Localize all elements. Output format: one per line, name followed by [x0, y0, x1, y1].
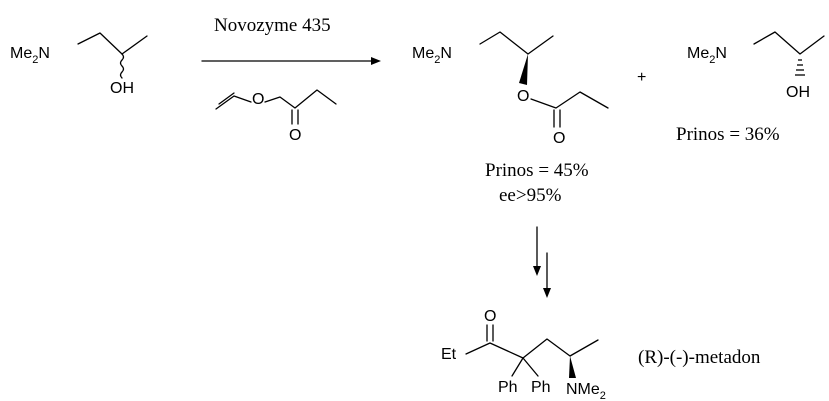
oh-label: OH [110, 80, 134, 97]
product-name: (R)-(-)-metadon [638, 347, 761, 368]
starting-amino-alcohol: Me2N OH [10, 32, 148, 97]
svg-text:Me2N: Me2N [412, 45, 452, 66]
ester-o-label: O [517, 88, 529, 105]
wedge-bond-amine [569, 356, 576, 378]
et-label: Et [441, 346, 457, 363]
me2-label: Me [10, 45, 32, 62]
bond-n-ch2 [77, 32, 148, 55]
hashed-bond [795, 59, 805, 76]
alcohol-yield: Prinos = 36% [676, 124, 780, 145]
ph-label-1: Ph [498, 379, 518, 396]
vinyl-propanoate: O O [215, 89, 337, 144]
vinyl-ester-o-label: O [252, 91, 264, 108]
oh-label-product: OH [786, 84, 810, 101]
ester-ee: ee>95% [499, 185, 562, 206]
ph-label-2: Ph [531, 379, 551, 396]
ester-carbonyl-o-label: O [553, 130, 565, 147]
carbonyl-o-label: O [484, 308, 496, 325]
methadone-structure: O Et Ph Ph NMe2 [441, 308, 606, 401]
plus-sign: + [637, 69, 646, 86]
vinyl-carbonyl-o-label: O [289, 127, 301, 144]
wedge-bond [519, 54, 528, 85]
ester-product: Me2N O O [412, 31, 609, 147]
wavy-bond-c-oh [119, 53, 125, 79]
svg-text:Me2N: Me2N [687, 45, 727, 66]
enzyme-label: Novozyme 435 [214, 15, 331, 36]
reaction-arrow: Novozyme 435 [201, 15, 381, 65]
multistep-arrow [533, 226, 551, 298]
ester-yield: Prinos = 45% [485, 160, 589, 181]
alcohol-product: Me2N OH [687, 31, 825, 101]
svg-text:NMe2: NMe2 [566, 381, 606, 401]
svg-text:Me2N: Me2N [10, 45, 50, 66]
